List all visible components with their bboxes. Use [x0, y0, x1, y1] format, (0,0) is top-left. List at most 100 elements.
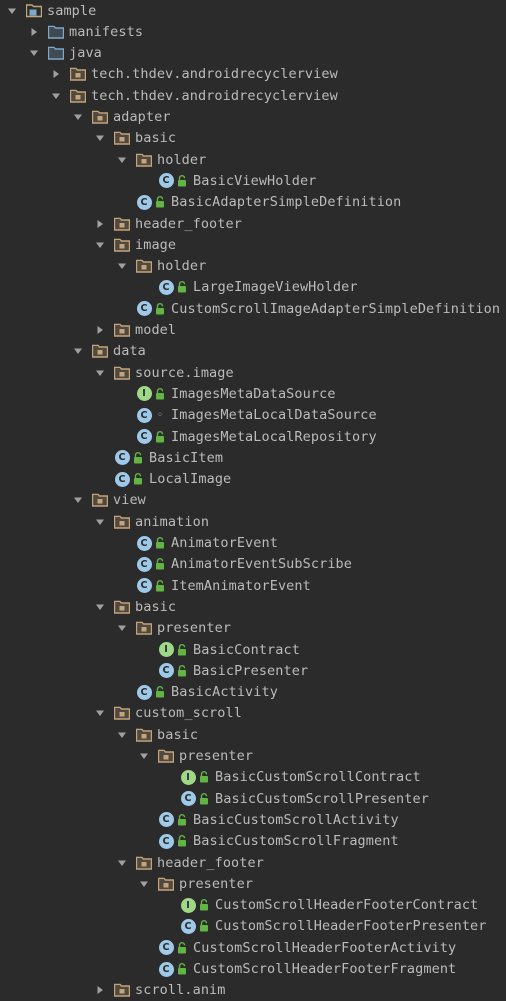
class-icon: C — [113, 449, 131, 467]
collapse-arrow-icon[interactable] — [93, 980, 107, 1001]
public-lock-icon — [176, 174, 188, 188]
tree-row-label: CustomScrollHeaderFooterPresenter — [215, 918, 487, 935]
tree-row[interactable]: tech.thdev.androidrecyclerview — [0, 85, 506, 106]
expand-arrow-icon[interactable] — [5, 0, 19, 21]
tree-row[interactable]: source.image — [0, 362, 506, 383]
tree-row[interactable]: header_footer — [0, 852, 506, 873]
public-lock-icon — [198, 770, 210, 784]
tree-row-label: scroll.anim — [135, 982, 226, 999]
expand-arrow-icon[interactable] — [115, 724, 129, 745]
public-lock-icon — [198, 792, 210, 806]
tree-row[interactable]: scroll.anim — [0, 980, 506, 1001]
expand-arrow-icon[interactable] — [93, 511, 107, 532]
tree-row[interactable]: adapter — [0, 107, 506, 128]
tree-row-label: BasicCustomScrollActivity — [193, 811, 399, 828]
tree-row[interactable]: basic — [0, 128, 506, 149]
tree-row[interactable]: header_footer — [0, 213, 506, 234]
tree-row-label: model — [135, 322, 177, 338]
tree-row[interactable]: sample — [0, 0, 506, 21]
tree-row[interactable]: tech.thdev.androidrecyclerview — [0, 64, 506, 85]
expand-arrow-icon[interactable] — [115, 149, 129, 170]
tree-row-label: BasicPresenter — [193, 662, 309, 679]
expand-arrow-icon[interactable] — [93, 703, 107, 724]
tree-row-label: ImagesMetaLocalRepository — [171, 428, 377, 445]
collapse-arrow-icon[interactable] — [27, 21, 41, 42]
expand-arrow-icon[interactable] — [93, 596, 107, 617]
tree-row[interactable]: manifests — [0, 21, 506, 42]
tree-row-label: ImagesMetaDataSource — [171, 385, 336, 402]
expand-arrow-icon[interactable] — [27, 43, 41, 64]
tree-row-label: CustomScrollImageAdapterSimpleDefinition — [171, 300, 501, 317]
public-lock-icon — [154, 302, 166, 316]
tree-row[interactable]: holder — [0, 256, 506, 277]
tree-row-label: header_footer — [135, 215, 242, 232]
expand-arrow-icon[interactable] — [115, 256, 129, 277]
expand-arrow-icon[interactable] — [115, 852, 129, 873]
collapse-arrow-icon[interactable] — [93, 320, 107, 341]
expand-arrow-icon[interactable] — [93, 362, 107, 383]
expand-arrow-icon[interactable] — [71, 490, 85, 511]
expand-arrow-icon[interactable] — [49, 85, 63, 106]
tree-row[interactable]: basic — [0, 596, 506, 617]
tree-row[interactable]: java — [0, 43, 506, 64]
package-icon — [113, 981, 131, 999]
expand-arrow-icon[interactable] — [71, 107, 85, 128]
tree-row-label: BasicContract — [193, 641, 300, 658]
tree-row[interactable]: holder — [0, 149, 506, 170]
tree-row-label: data — [113, 343, 146, 360]
tree-row[interactable]: C BasicCustomScrollActivity — [0, 809, 506, 830]
tree-row[interactable]: view — [0, 490, 506, 511]
tree-row[interactable]: presenter — [0, 746, 506, 767]
tree-row-label: CustomScrollHeaderFooterFragment — [193, 961, 457, 977]
class-icon: C — [179, 790, 197, 808]
tree-row[interactable]: custom_scroll — [0, 703, 506, 724]
tree-row[interactable]: animation — [0, 511, 506, 532]
expand-arrow-icon[interactable] — [93, 234, 107, 255]
tree-row-label: view — [113, 492, 146, 509]
expand-arrow-icon[interactable] — [137, 873, 151, 894]
public-lock-icon — [154, 387, 166, 401]
public-lock-icon — [132, 472, 144, 486]
package-icon — [113, 321, 131, 339]
tree-row[interactable]: presenter — [0, 873, 506, 894]
tree-row[interactable]: C◦ImagesMetaLocalDataSource — [0, 405, 506, 426]
tree-row[interactable]: image — [0, 234, 506, 255]
tree-row[interactable]: C ImagesMetaLocalRepository — [0, 426, 506, 447]
tree-row[interactable]: basic — [0, 724, 506, 745]
expand-arrow-icon[interactable] — [137, 746, 151, 767]
expand-arrow-icon[interactable] — [115, 618, 129, 639]
package-icon — [91, 491, 109, 509]
expand-arrow-icon[interactable] — [71, 341, 85, 362]
public-lock-icon — [198, 898, 210, 912]
tree-row-label: basic — [135, 130, 177, 147]
collapse-arrow-icon[interactable] — [93, 213, 107, 234]
tree-row[interactable]: model — [0, 320, 506, 341]
expand-arrow-icon[interactable] — [93, 128, 107, 149]
tree-row[interactable]: presenter — [0, 618, 506, 639]
class-icon: C — [135, 428, 153, 446]
class-icon: C — [157, 811, 175, 829]
tree-row[interactable]: data — [0, 341, 506, 362]
collapse-arrow-icon[interactable] — [49, 64, 63, 85]
interface-icon: I — [135, 385, 153, 403]
tree-row[interactable]: I ImagesMetaDataSource — [0, 383, 506, 404]
